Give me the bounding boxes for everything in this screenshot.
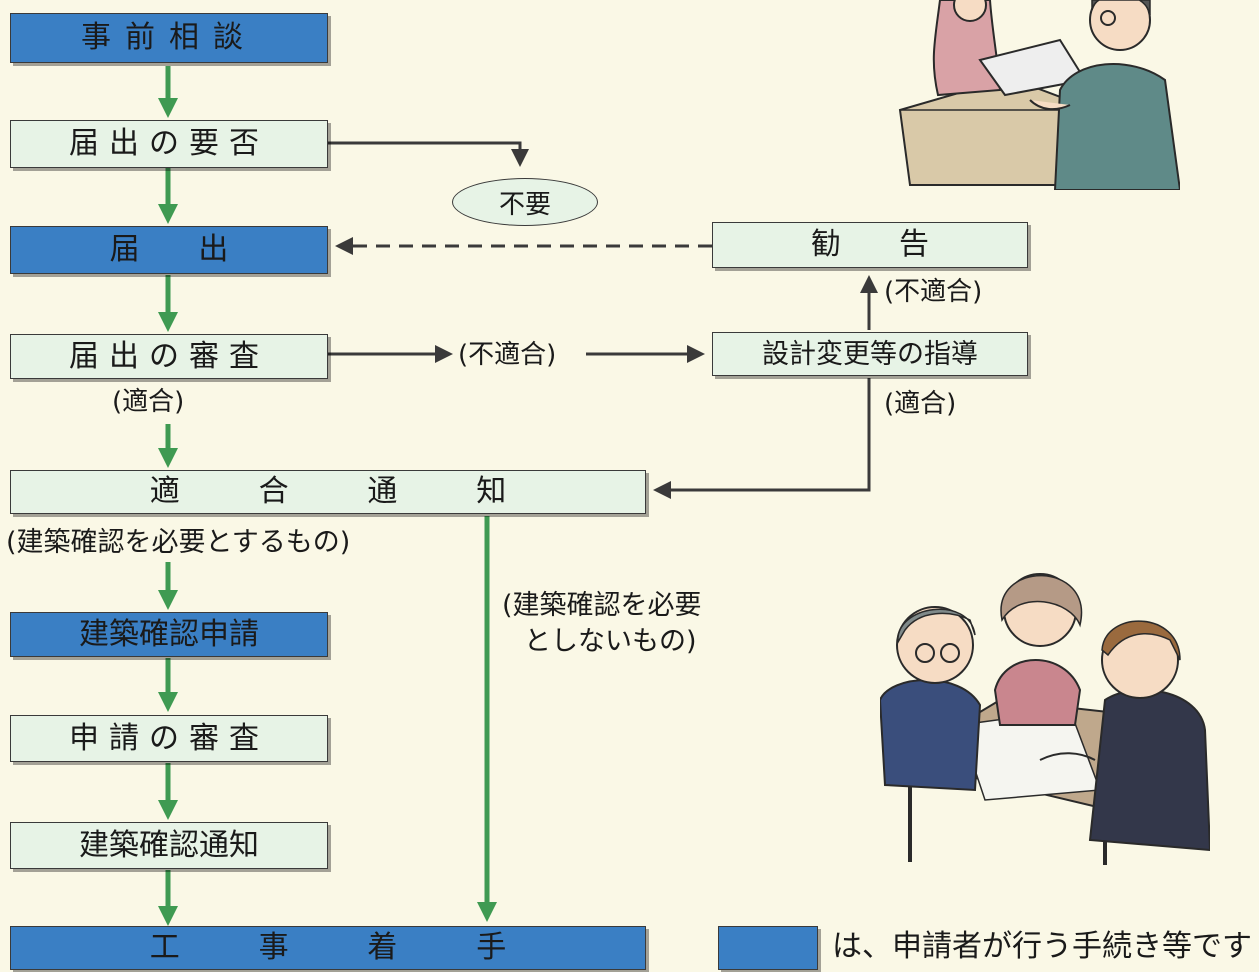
label-no-confirmation-line2: としないもの) <box>524 626 697 658</box>
box-application-review: 申請の審査 <box>10 715 328 762</box>
box-notification-review: 届出の審査 <box>10 334 328 379</box>
label-nonconforming-right: (不適合) <box>884 277 983 307</box>
person-man <box>1053 63 1180 190</box>
meeting-illustration <box>880 573 1210 865</box>
box-building-confirmation-notice: 建築確認通知 <box>10 822 328 869</box>
box-label-char: 知 <box>476 474 507 509</box>
legend-text: は、申請者が行う手続き等です <box>832 929 1252 964</box>
consultation-illustration <box>898 0 1180 190</box>
box-label-char: 通 <box>367 474 398 509</box>
oval-label: 不要 <box>498 189 551 220</box>
box-label-char: 届 <box>109 232 140 267</box>
box-conformity-notice: 適 合 通 知 <box>10 470 646 514</box>
label-nonconforming-middle: (不適合) <box>458 340 557 370</box>
box-label: 届出の審査 <box>69 338 269 374</box>
box-label: 事前相談 <box>81 20 257 55</box>
label-needs-confirmation: (建築確認を必要とするもの) <box>6 527 351 558</box>
person-woman <box>932 0 1002 97</box>
person-right <box>1088 689 1210 852</box>
arrow-guidance-to-conformity <box>653 378 871 499</box>
label-no-confirmation-line1: (建築確認を必要 <box>502 590 702 621</box>
box-construction-start: 工 事 着 手 <box>10 926 646 970</box>
box-label-char: 手 <box>476 930 507 965</box>
box-notification: 届 出 <box>10 226 328 274</box>
box-design-change-guidance: 設計変更等の指導 <box>712 332 1028 376</box>
box-recommendation: 勧 告 <box>712 222 1028 268</box>
arrow-to-not-required <box>328 141 529 167</box>
box-label-char: 出 <box>198 232 229 267</box>
label-conforming-right: (適合) <box>884 389 957 419</box>
box-label: 届出の要否 <box>69 126 269 161</box>
box-label-char: 事 <box>258 930 289 965</box>
box-need-notification: 届出の要否 <box>10 120 328 168</box>
label-conforming-left: (適合) <box>112 387 185 417</box>
person-middle <box>993 659 1082 726</box>
box-label: 申請の審査 <box>69 720 269 756</box>
box-building-confirmation-application: 建築確認申請 <box>10 612 328 657</box>
box-label-char: 勧 <box>811 227 841 262</box>
box-label: 設計変更等の指導 <box>762 338 978 370</box>
box-label-char: 着 <box>367 930 398 965</box>
box-label: 建築確認通知 <box>79 827 259 863</box>
box-label: 建築確認申請 <box>79 616 259 652</box>
label-no-confirmation: (建築確認を必要 としないもの) <box>502 588 702 661</box>
box-label-char: 適 <box>149 474 180 509</box>
box-label-char: 合 <box>258 474 289 509</box>
box-label-char: 工 <box>149 930 180 965</box>
oval-not-required: 不要 <box>452 178 598 226</box>
box-prior-consultation: 事前相談 <box>10 13 328 63</box>
legend-swatch <box>718 926 818 970</box>
person-left <box>880 679 982 792</box>
box-label-char: 告 <box>899 227 929 262</box>
